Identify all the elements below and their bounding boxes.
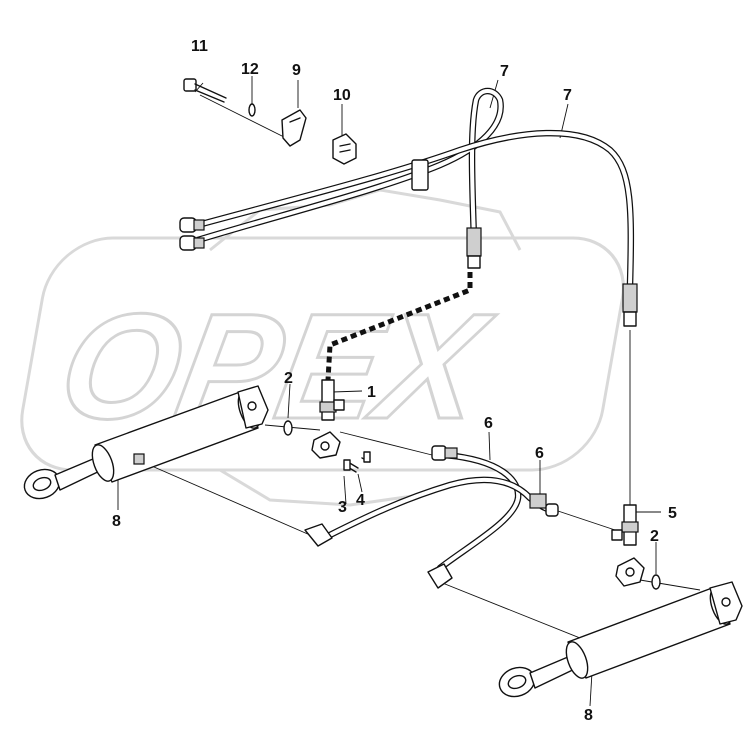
hose-part-7 bbox=[179, 87, 638, 327]
callout-3: 3 bbox=[338, 499, 347, 516]
washer-part-2-right bbox=[651, 574, 661, 590]
callouts: 11 12 9 10 7 7 1 2 6 6 3 4 5 2 8 8 bbox=[112, 38, 677, 724]
callout-6-right: 6 bbox=[535, 445, 544, 462]
cylinder-part-8-left bbox=[23, 385, 269, 500]
watermark-text: OPEX bbox=[49, 283, 503, 451]
callout-11: 11 bbox=[191, 38, 208, 55]
callout-1: 1 bbox=[367, 384, 376, 401]
callout-4: 4 bbox=[356, 492, 365, 509]
bolt-part-3 bbox=[343, 459, 359, 473]
valve-fitting-part-1 bbox=[311, 379, 345, 459]
washer-part-2-left bbox=[283, 420, 293, 436]
bolt-part-4 bbox=[361, 451, 371, 463]
callout-7-right: 7 bbox=[563, 87, 572, 104]
callout-8-left: 8 bbox=[112, 513, 121, 530]
clamp-part-10 bbox=[332, 133, 357, 165]
callout-10: 10 bbox=[333, 87, 351, 104]
dashed-connection bbox=[325, 272, 473, 381]
cylinder-part-8-right bbox=[498, 581, 743, 698]
bolt-part-11 bbox=[183, 78, 227, 103]
callout-2-left: 2 bbox=[284, 370, 293, 387]
watermark-frame bbox=[20, 236, 625, 472]
washer-part-12 bbox=[248, 103, 256, 117]
callout-8-right: 8 bbox=[584, 707, 593, 724]
clamp-part-9 bbox=[281, 109, 307, 147]
hose-part-6 bbox=[304, 445, 559, 589]
callout-9: 9 bbox=[292, 62, 301, 79]
callout-7-top: 7 bbox=[500, 63, 509, 80]
callout-2-right: 2 bbox=[650, 528, 659, 545]
callout-6-left: 6 bbox=[484, 415, 493, 432]
valve-fitting-part-5 bbox=[611, 504, 645, 587]
watermark: OPEX bbox=[20, 188, 625, 507]
callout-12: 12 bbox=[241, 61, 259, 78]
callout-5: 5 bbox=[668, 505, 677, 522]
